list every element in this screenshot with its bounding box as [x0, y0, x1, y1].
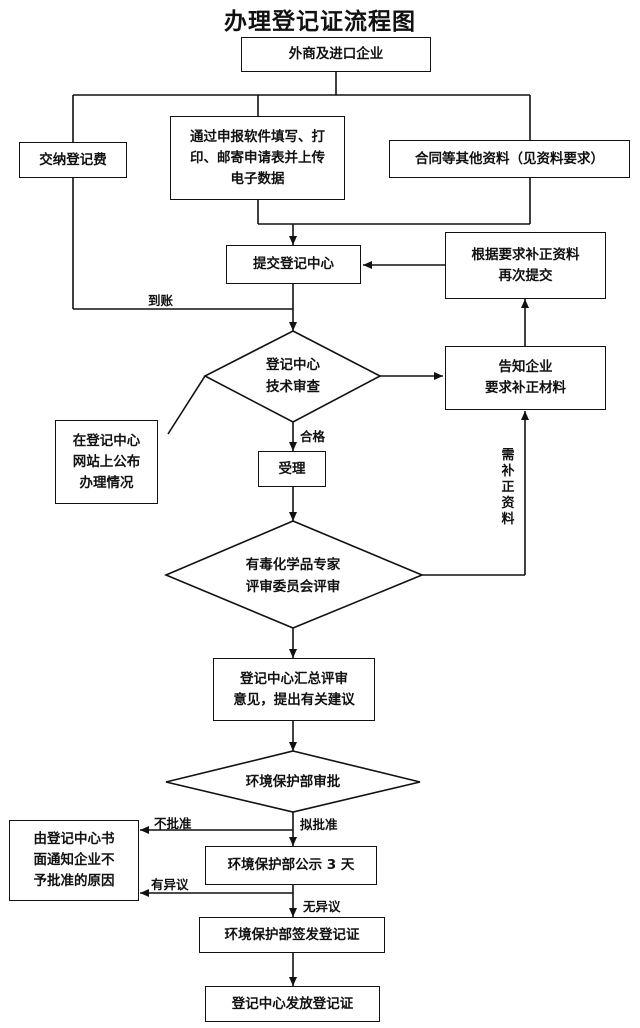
node-reject-notice: 由登记中心书 面通知企业不 予批准的原因 — [9, 820, 139, 901]
diamond-tech-review — [203, 330, 382, 423]
label-need-supplement: 需补正资料 — [501, 448, 515, 527]
diamond-epb-approve — [165, 750, 421, 813]
page-title: 办理登记证流程图 — [224, 8, 416, 35]
label-arrived: 到账 — [148, 293, 174, 308]
label-not-approved: 不批准 — [154, 816, 192, 831]
node-publicity: 环境保护部公示 3 天 — [205, 846, 377, 885]
node-foreign-enterprise: 外商及进口企业 — [241, 37, 431, 72]
node-resubmit: 根据要求补正资料 再次提交 — [445, 232, 606, 299]
node-software-submission: 通过申报软件填写、打 印、邮寄申请表并上传 电子数据 — [170, 116, 345, 200]
label-no-objection: 无异议 — [303, 899, 341, 914]
node-issue-certificate: 环境保护部签发登记证 — [199, 917, 385, 953]
node-notify-supplement: 告知企业 要求补正材料 — [445, 346, 606, 410]
label-objection: 有异议 — [151, 877, 189, 892]
diamond-expert-review — [163, 520, 425, 629]
node-accept: 受理 — [258, 451, 326, 487]
connector-website — [167, 375, 206, 435]
node-expert-review: 有毒化学品专家 评审委员会评审 — [245, 557, 341, 595]
node-tech-review: 登记中心 技术审查 — [266, 357, 320, 395]
node-contract-documents: 合同等其他资料（见资料要求） — [389, 140, 630, 178]
label-proposed-approval: 拟批准 — [300, 817, 338, 832]
node-epb-approve: 环境保护部审批 — [245, 774, 341, 790]
label-qualified: 合格 — [300, 429, 326, 444]
node-submit-center: 提交登记中心 — [226, 245, 361, 284]
node-pay-fee: 交纳登记费 — [19, 142, 127, 178]
node-distribute-certificate: 登记中心发放登记证 — [205, 986, 380, 1022]
node-website-publish: 在登记中心 网站上公布 办理情况 — [55, 420, 158, 504]
node-summary: 登记中心汇总评审 意见，提出有关建议 — [213, 658, 375, 721]
